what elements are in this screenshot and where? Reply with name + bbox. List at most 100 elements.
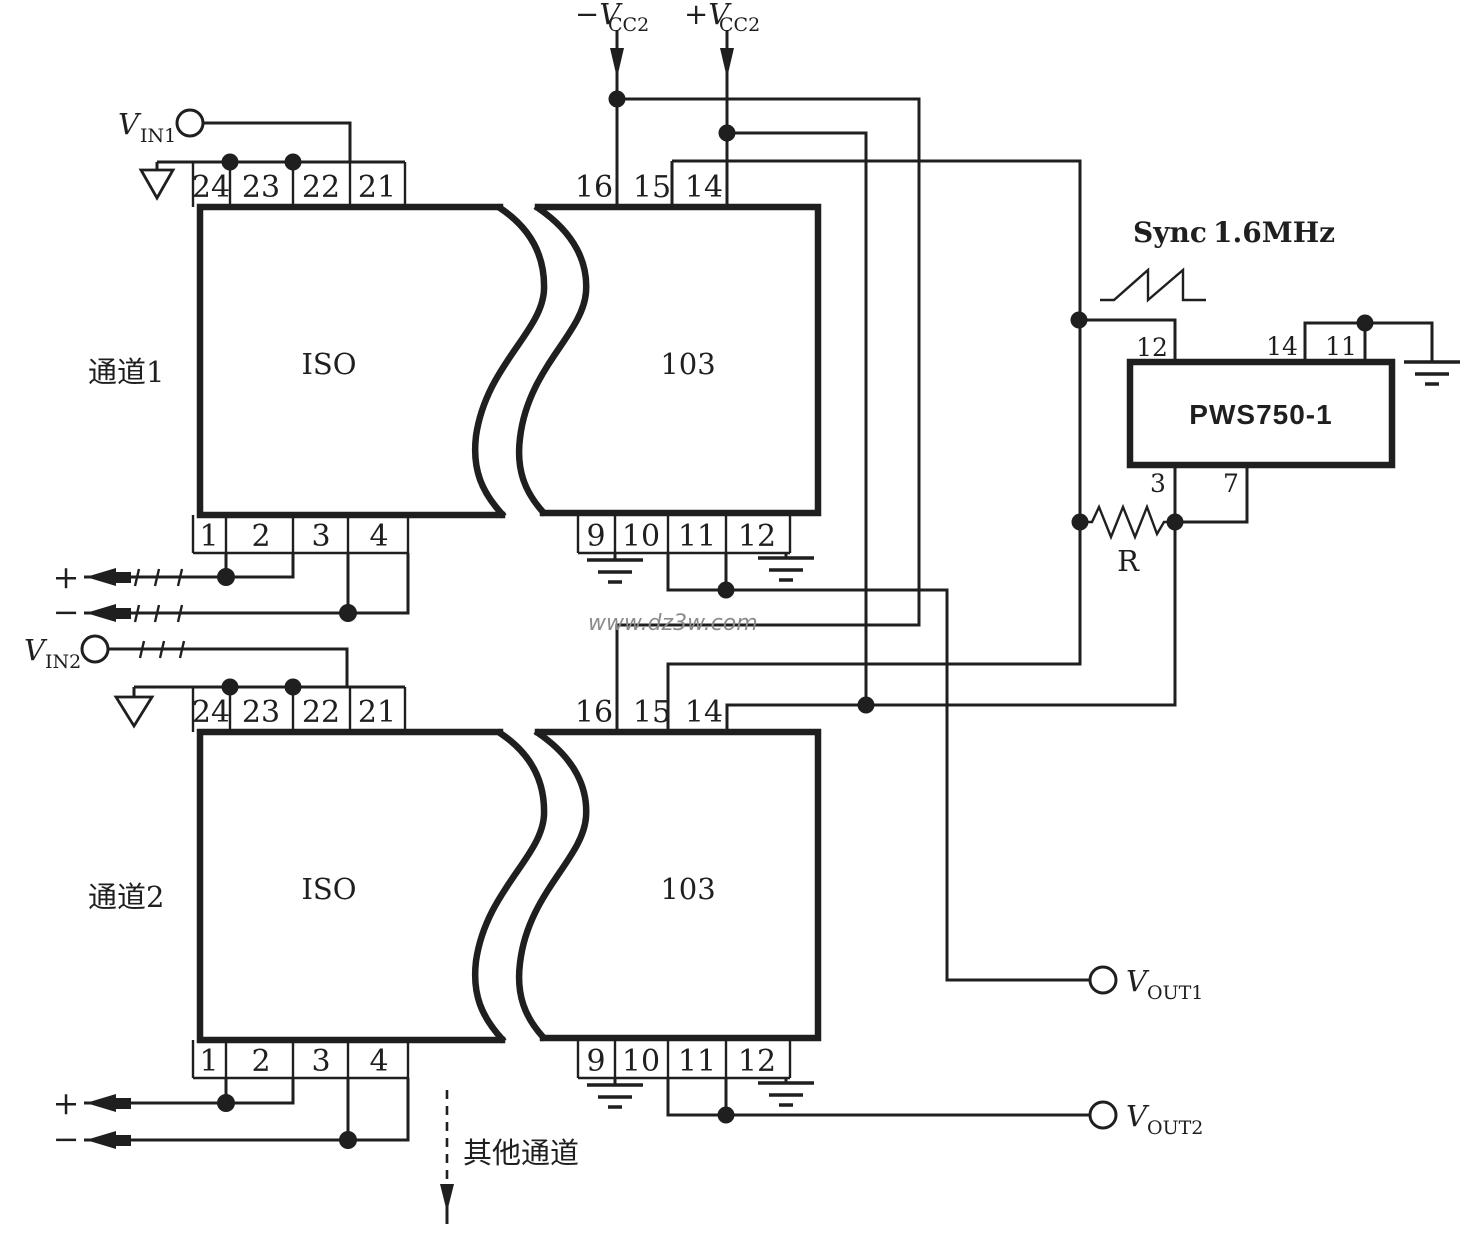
amp1-label: 103 <box>660 347 715 381</box>
iso2-top-pin-dividers <box>191 687 407 732</box>
pws-pin7: 7 <box>1223 469 1239 498</box>
pin-rows <box>191 162 792 1080</box>
iso1-pin23: 23 <box>242 170 280 205</box>
iso1-pin24: 24 <box>192 170 230 205</box>
ch2-plus-sign: + <box>53 1084 80 1122</box>
iso2-bottom-pin-row <box>191 1040 410 1080</box>
amp1-pin14: 14 <box>685 170 723 205</box>
junction-dot <box>217 568 235 586</box>
vcc-neg-label: −V <box>575 0 623 31</box>
pws750-block-outline <box>1126 358 1396 469</box>
ch1-plus-sign: + <box>53 558 80 596</box>
junction-dot <box>1166 513 1184 531</box>
vin1-sub: IN1 <box>140 125 176 147</box>
amp1-isolation-wave-right <box>515 203 590 517</box>
junction-dot <box>1070 311 1088 329</box>
iso2-pin24: 24 <box>192 695 230 730</box>
ch1-plus-arrow-tail <box>113 572 131 583</box>
junction-dot <box>339 1131 357 1149</box>
terminals <box>80 108 1118 1130</box>
junction-dot <box>221 678 239 696</box>
iso2-pin23: 23 <box>242 695 280 730</box>
amp1-pin16: 16 <box>575 170 613 205</box>
other-channel-label: 其他通道 <box>463 1136 579 1170</box>
vout2-label: V <box>1126 1099 1150 1133</box>
wires <box>84 30 1434 1224</box>
ch2-minus-wire <box>84 1078 410 1142</box>
ch2-plus-arrow-icon <box>86 1094 116 1112</box>
sync-label: Sync <box>1133 216 1207 249</box>
iso2-pin4: 4 <box>369 1044 388 1079</box>
iso1-isolation-wave-left <box>471 203 548 519</box>
vcc-pos-sub: CC2 <box>719 14 760 36</box>
sync-freq: 1.6MHz <box>1213 216 1335 249</box>
sync-bus <box>666 159 1082 732</box>
pws-pin7-lead <box>1175 465 1249 524</box>
vin1-wire <box>203 121 352 162</box>
amp1-pin11: 11 <box>678 519 716 554</box>
vin1-terminal <box>175 108 205 138</box>
iso1-pin1: 1 <box>199 519 218 554</box>
junction-dot <box>717 1106 735 1124</box>
iso2-pin3: 3 <box>311 1044 330 1079</box>
vcc-pos-label: +V <box>684 0 732 31</box>
iso2-pin2: 2 <box>251 1044 270 1079</box>
junction-dot <box>857 696 875 714</box>
junction-dot <box>221 153 239 171</box>
vout1-terminal <box>1088 965 1118 995</box>
pws-supply-node <box>725 465 1177 732</box>
vin2-terminal <box>80 634 110 664</box>
vcc-pos-arrow-icon <box>720 48 734 78</box>
vin1-label: V <box>118 107 142 141</box>
amp1-pin15: 15 <box>633 170 671 205</box>
junction-dot <box>608 90 626 108</box>
ch2-minus-arrow-icon <box>86 1131 116 1149</box>
ground-icon-pws <box>1404 360 1460 386</box>
amp1-pin9: 9 <box>586 519 605 554</box>
vcc-neg-sub: CC2 <box>608 14 649 36</box>
channel2-name: 通道2 <box>88 880 164 914</box>
ch2-minus-sign: − <box>53 1120 80 1158</box>
vout1-label: V <box>1126 964 1150 998</box>
junction-dots <box>217 90 1374 1149</box>
ground-icon-amp1-pin12 <box>758 556 814 582</box>
amp2-isolation-wave-right <box>515 728 590 1042</box>
iso1-pin2: 2 <box>251 519 270 554</box>
amp2-label: 103 <box>660 872 715 906</box>
ch1-minus-arrow-tail <box>113 608 131 619</box>
iso1-pin22: 22 <box>302 170 340 205</box>
iso2-pin1: 1 <box>199 1044 218 1079</box>
pws-pin11: 11 <box>1325 332 1357 361</box>
sync-to-pws-pin12 <box>1080 318 1177 362</box>
cable-ticks <box>133 568 186 659</box>
vcc-pos-branch <box>727 131 868 705</box>
amp1-block-outline <box>534 203 822 517</box>
vout2-terminal <box>1088 1100 1118 1130</box>
iso1-bottom-pin-row <box>191 515 410 555</box>
channel1-name: 通道1 <box>88 355 164 389</box>
sawtooth-waveform-icon <box>1100 267 1206 303</box>
iso1-top-pin-dividers <box>191 162 407 207</box>
vout2-sub: OUT2 <box>1147 1117 1203 1139</box>
amp2-pin14: 14 <box>685 695 723 730</box>
vin2-wire <box>108 647 349 687</box>
vout1-sub: OUT1 <box>1147 982 1203 1004</box>
vcc-neg-arrow-icon <box>610 48 624 78</box>
gnd-bus-ch2 <box>132 685 405 697</box>
amp2-pin12: 12 <box>738 1044 776 1079</box>
ch2-plus-arrow-tail <box>113 1098 131 1109</box>
ch1-minus-wire <box>84 553 410 615</box>
iso1-pin21: 21 <box>358 170 396 205</box>
junction-dot <box>284 678 302 696</box>
junction-dot <box>217 1094 235 1112</box>
junction-dot <box>284 153 302 171</box>
amp2-bottom-pin-row <box>576 1040 792 1080</box>
amp2-pin16: 16 <box>575 695 613 730</box>
ground-symbols <box>113 168 1460 1109</box>
ch1-minus-sign: − <box>53 593 80 631</box>
junction-dot <box>717 581 735 599</box>
junction-dot <box>1356 314 1374 332</box>
other-channel-arrow-icon <box>440 1184 454 1212</box>
vin2-sub: IN2 <box>45 651 81 673</box>
